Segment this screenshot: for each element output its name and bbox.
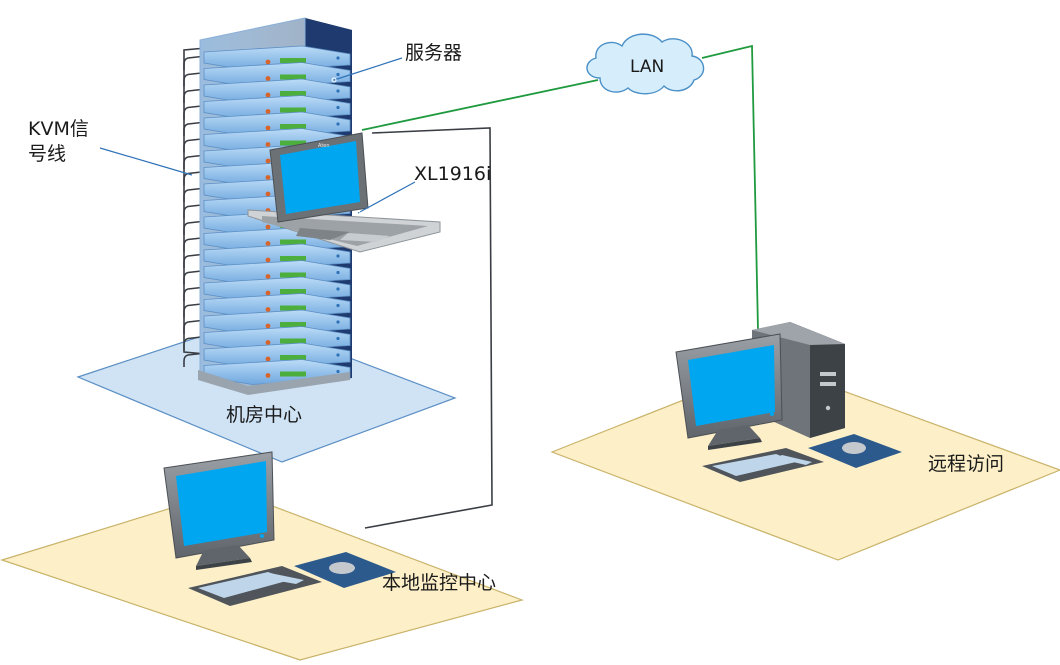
pointer-server [333,57,403,81]
label-kvm-line2: 号线 [28,143,67,165]
lan-line-server [361,79,599,131]
local-workstation [163,451,396,606]
label-room-center: 机房中心 [226,404,303,426]
label-lan: LAN [630,57,665,77]
pointer-kvm [99,147,193,176]
console-brand-label: Aten [318,143,330,149]
server-rack-icon [198,17,352,395]
label-remote-access: 远程访问 [928,453,1005,475]
label-server: 服务器 [405,42,463,64]
pointer-xl [357,181,416,214]
keyboard-icon [702,448,824,482]
monitor-icon [163,451,275,570]
keyboard-icon [188,566,322,606]
mouse-icon [294,552,396,588]
lan-line-remote [701,44,759,331]
kvm-cable-local [364,127,493,529]
mouse-icon [808,434,902,468]
remote-workstation [675,322,902,482]
kvm-cables [183,47,207,367]
label-kvm-line1: KVM信 [28,118,89,140]
label-xl1916i: XL1916i [414,163,492,185]
monitor-icon [675,333,783,450]
kvm-console-icon: Aten [247,132,441,253]
cloud-icon [586,33,705,95]
label-local-center: 本地监控中心 [382,572,497,594]
